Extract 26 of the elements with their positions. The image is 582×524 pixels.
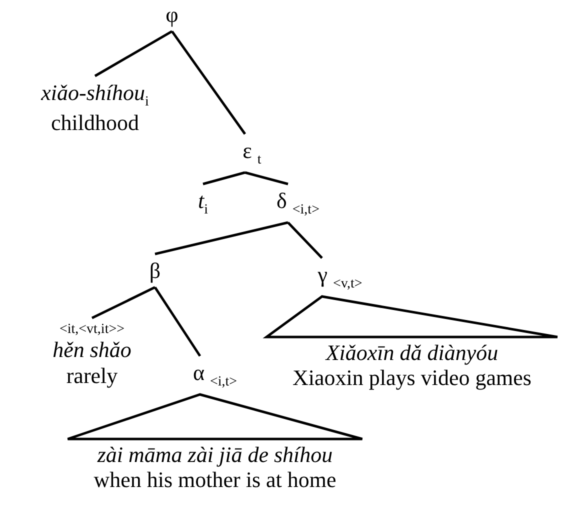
pinyin-text: xiǎo-shíhou$_{i}$ xyxy=(41,80,149,110)
branch-line xyxy=(154,286,202,357)
node-label: γ $_{<v,t>}$ xyxy=(318,262,362,292)
branch-line xyxy=(154,221,288,256)
type-label: <it,<vt,it>> xyxy=(58,322,126,338)
branch-line xyxy=(94,30,173,78)
pinyin-text: zài māma zài jiā de shíhou xyxy=(96,442,334,468)
trace-label: t$_{i}$ xyxy=(198,188,208,218)
branch-line xyxy=(287,222,323,259)
branch-line xyxy=(91,286,156,320)
triangle-branch xyxy=(262,295,559,338)
branch-line xyxy=(202,171,246,186)
node-label: φ xyxy=(166,2,178,28)
branch-line xyxy=(170,30,246,135)
branch-line xyxy=(244,171,288,186)
node-label: ε $_{t}$ xyxy=(242,138,262,168)
gloss-text: Xiaoxin plays video games xyxy=(292,365,532,391)
triangle-branch xyxy=(66,393,364,440)
node-label: δ $_{<i,t>}$ xyxy=(276,188,320,218)
gloss-text: when his mother is at home xyxy=(94,467,336,493)
node-label: β xyxy=(149,258,161,284)
gloss-text: childhood xyxy=(50,110,140,136)
pinyin-text: Xiǎoxīn dǎ diànyóu xyxy=(324,340,500,366)
node-label: α $_{<i,t>}$ xyxy=(192,360,238,390)
pinyin-text: hěn shǎo xyxy=(52,337,132,363)
gloss-text: rarely xyxy=(65,362,119,388)
